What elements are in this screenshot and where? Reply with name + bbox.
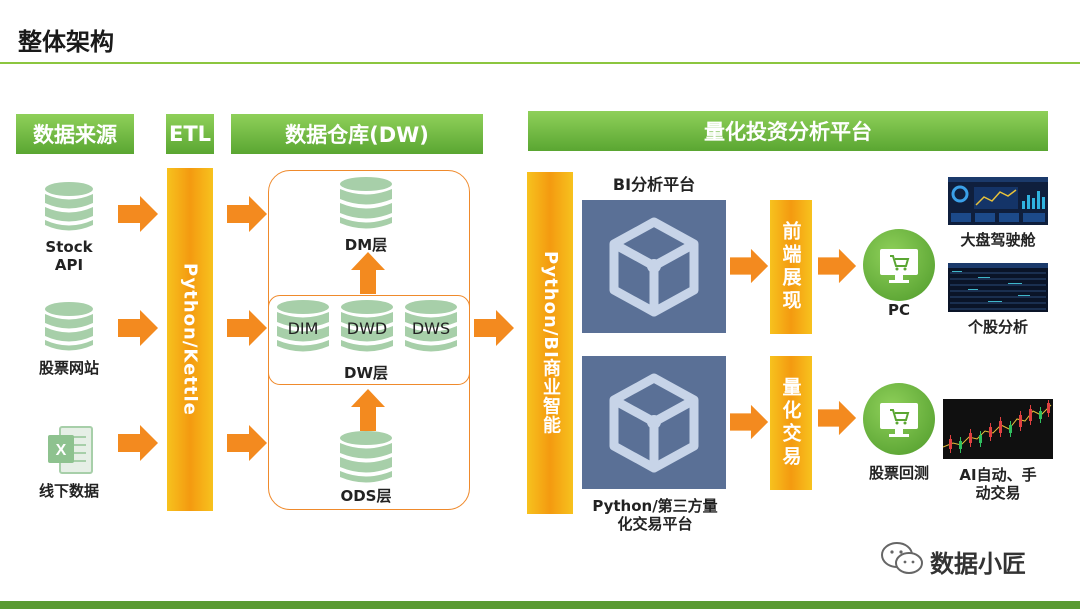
- dws-table-label: DWS: [411, 319, 451, 338]
- database-icon: [405, 300, 457, 352]
- header-quant-platform: 量化投资分析平台: [528, 111, 1048, 151]
- quant-trading-box: 量化交易: [770, 356, 812, 490]
- stock-analysis-thumbnail: [948, 263, 1048, 312]
- source-label-stock-api: Stock API: [45, 238, 93, 274]
- excel-icon: X: [48, 426, 93, 474]
- bottom-bar: [0, 601, 1080, 609]
- frontend-display-box: 前端展现: [770, 200, 812, 334]
- backtest-label: 股票回测: [868, 464, 929, 482]
- trade-platform-box: [582, 356, 726, 489]
- stock-analysis-label: 个股分析: [967, 318, 1028, 336]
- header-etl: ETL: [166, 114, 214, 154]
- arrow-right-icon: [730, 404, 769, 440]
- bi-platform-box: [582, 200, 726, 333]
- title-divider: [0, 62, 1080, 64]
- database-icon: [45, 182, 93, 231]
- database-icon: [340, 431, 392, 483]
- dm-layer-label: DM层: [344, 236, 388, 254]
- svg-text:X: X: [56, 442, 67, 459]
- monitor-cart-icon: [880, 249, 918, 283]
- arrow-up-icon: [351, 252, 385, 294]
- cube-icon: [609, 373, 699, 473]
- pc-endpoint: [863, 229, 935, 301]
- arrow-right-icon: [474, 310, 514, 346]
- arrow-right-icon: [118, 425, 158, 461]
- cube-icon: [609, 217, 699, 317]
- dw-layer-label: DW层: [344, 364, 388, 382]
- bi-bar-label: Python/BI商业智能: [540, 251, 561, 435]
- page-title: 整体架构: [18, 28, 114, 56]
- monitor-cart-icon: [880, 403, 918, 437]
- dw-layer-group: [268, 295, 470, 385]
- header-data-sources: 数据来源: [16, 114, 134, 154]
- backtest-endpoint: [863, 383, 935, 455]
- database-icon: [341, 300, 393, 352]
- dwd-table-label: DWD: [346, 319, 388, 338]
- ai-trade-label: AI自动、手 动交易: [959, 466, 1037, 502]
- bi-platform-label: BI分析平台: [612, 175, 696, 194]
- arrow-right-icon: [227, 196, 267, 232]
- arrow-right-icon: [730, 248, 769, 284]
- watermark-text: 数据小匠: [930, 550, 1026, 578]
- dashboard-label: 大盘驾驶舱: [960, 231, 1036, 249]
- arrow-right-icon: [118, 310, 158, 346]
- arrow-right-icon: [118, 196, 158, 232]
- frontend-display-label: 前端展现: [779, 221, 802, 313]
- header-data-warehouse: 数据仓库(DW): [231, 114, 483, 154]
- ods-layer-label: ODS层: [340, 487, 392, 505]
- database-icon: [340, 177, 392, 229]
- quant-trading-label: 量化交易: [779, 377, 802, 469]
- bi-bar: Python/BI商业智能: [527, 172, 573, 514]
- database-icon: [277, 300, 329, 352]
- dim-table-label: DIM: [287, 319, 319, 338]
- dashboard-thumbnail: [948, 177, 1048, 225]
- pc-label: PC: [887, 301, 910, 319]
- source-label-offline-data: 线下数据: [38, 482, 99, 500]
- source-label-stock-website: 股票网站: [38, 359, 99, 377]
- candlestick-thumbnail: [943, 399, 1053, 459]
- arrow-right-icon: [818, 248, 857, 284]
- etl-bar-label: Python/Kettle: [179, 263, 201, 416]
- arrow-up-icon: [351, 389, 385, 431]
- arrow-right-icon: [227, 425, 267, 461]
- trade-platform-label: Python/第三方量 化交易平台: [592, 497, 718, 533]
- arrow-right-icon: [818, 400, 857, 436]
- database-icon: [45, 302, 93, 351]
- arrow-right-icon: [227, 310, 267, 346]
- etl-bar: Python/Kettle: [167, 168, 213, 511]
- wechat-icon: [881, 542, 923, 574]
